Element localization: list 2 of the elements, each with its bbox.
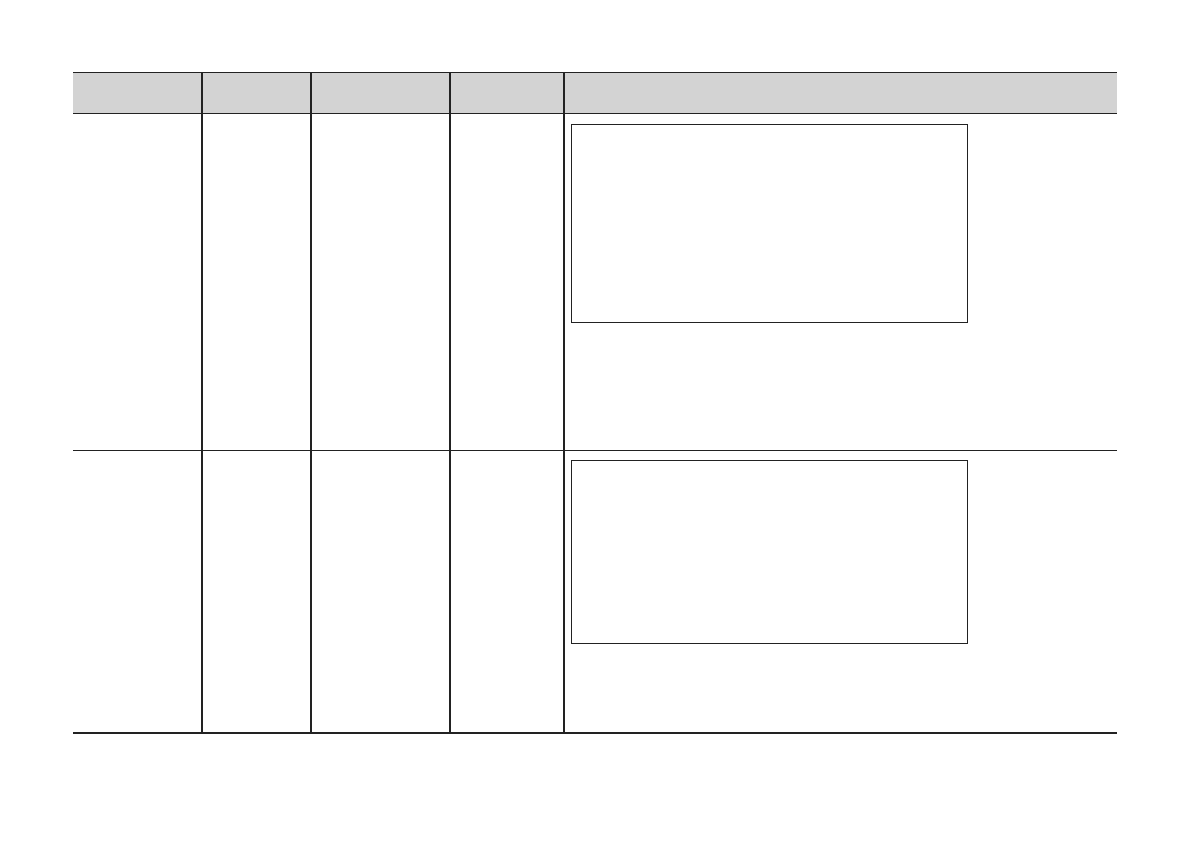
empty-frame	[571, 460, 968, 644]
empty-frame	[571, 124, 968, 323]
